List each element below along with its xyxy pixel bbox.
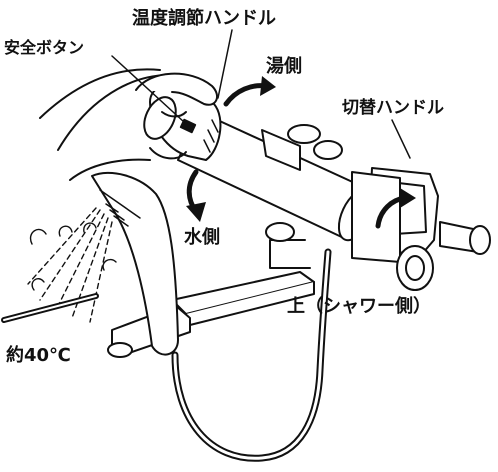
hand-thumb (149, 147, 187, 160)
hot-fitting (261, 129, 301, 171)
shower-side-label: 上（シャワー側） (287, 296, 431, 317)
hot-fitting-nut (287, 124, 321, 144)
water-spray (27, 207, 113, 323)
wall-pipe-nut (265, 222, 295, 242)
switch-handle-label: 切替ハンドル (342, 98, 444, 118)
hot-side-label: 湯側 (266, 56, 302, 77)
temperature-scale (203, 119, 219, 153)
hand-finger-1 (161, 111, 187, 118)
leader-switch (391, 119, 411, 159)
cold-arrow-head (186, 202, 206, 222)
thermometer-inner (3, 295, 97, 321)
safety-button-shape (179, 118, 197, 134)
switch-handle-body (351, 171, 401, 263)
leader-safety (111, 55, 185, 123)
leader-temperature (217, 29, 233, 99)
wall-pipe (269, 239, 311, 269)
shower-nozzles (105, 203, 129, 227)
cold-fitting-nut (469, 225, 491, 255)
hot-arrow (223, 83, 269, 107)
cold-side-label: 水側 (184, 227, 220, 248)
steam (29, 222, 117, 291)
shower-head (91, 171, 179, 356)
switch-handle-knob-inner (405, 255, 425, 281)
hand-grip (135, 72, 219, 106)
shower-hose-inner (173, 250, 330, 460)
temperature-handle-label: 温度調節ハンドル (132, 8, 276, 29)
shower-face (99, 189, 141, 219)
switch-arrow-head (400, 188, 416, 208)
spout-outlet (107, 342, 133, 358)
safety-button-label: 安全ボタン (4, 38, 85, 57)
hot-arrow-head (260, 76, 276, 96)
hand-holding-shower (69, 158, 151, 181)
hand-sleeve (39, 68, 161, 119)
hot-fitting-nut-2 (313, 140, 343, 160)
switch-handle-knob (396, 245, 434, 291)
water-temperature-label: 約40℃ (6, 345, 71, 366)
